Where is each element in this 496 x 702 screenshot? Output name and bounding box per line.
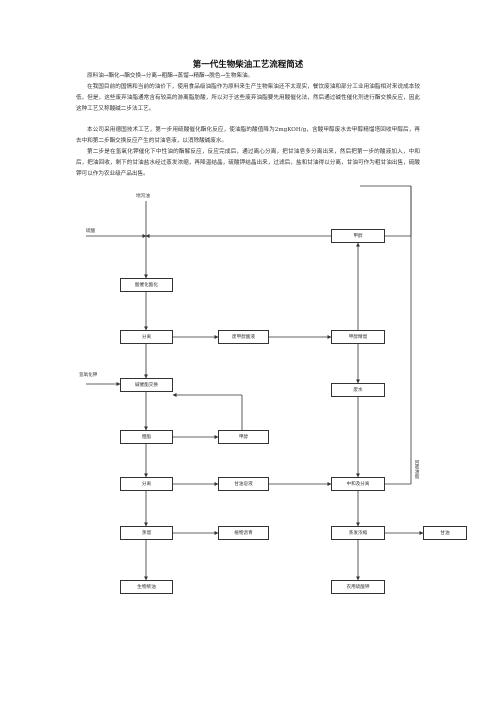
evaporation-box: 蒸发浓缩 (331, 526, 385, 540)
paragraph: 本公司采用德国技术工艺，第一步用硫酸催化酯化反应，使油脂的酸值降为2mgKOH/… (76, 127, 420, 144)
methanol-box-2: 甲醇 (218, 430, 269, 444)
paragraph: 在我国目前的国情和当前的油价下，使用食品级油脂作为原料来生产生物柴油还不太现实，… (76, 84, 420, 112)
acid-esterification-box: 酸催化酯化 (120, 278, 173, 292)
glycerol-box: 甘油 (423, 526, 467, 540)
separation-box: 分离 (120, 330, 173, 344)
koh-label: 氢氧化钾 (79, 373, 98, 378)
neutralize-separate-box: 中和及分离 (331, 477, 385, 491)
biodiesel-box: 生物柴油 (120, 580, 173, 594)
paragraph: 第二步是在氢氧化钾催化下中性油的酯解反应，反应完成后，通过离心分离，把甘油皂多分… (76, 149, 420, 177)
page-title: 第一代生物柴油工艺流程简述 (192, 60, 304, 70)
methanol-box: 甲醇 (331, 229, 385, 243)
potassium-sulfate-box: 农用硫酸钾 (331, 580, 385, 594)
glycerol-soap-box: 甘油皂液 (218, 477, 269, 491)
waste-oil-label: 地沟油 (136, 194, 150, 199)
plant-pitch-box: 植物沥青 (218, 526, 269, 540)
recovered-oil-label: 回收油脂 (414, 460, 419, 479)
sulfuric-acid-label: 硫酸 (86, 229, 96, 234)
separation-box-2: 分离 (120, 477, 173, 491)
alkali-transesterification-box: 碱催酯交换 (120, 378, 173, 392)
crude-ester-box: 粗酯 (120, 430, 173, 444)
waste-methanol-acid-box: 废甲醇酸液 (218, 330, 269, 344)
wastewater-box: 废水 (331, 383, 385, 397)
distillation-box: 蒸馏 (120, 526, 173, 540)
methanol-distillation-box: 甲醇精馏 (331, 330, 385, 344)
paragraph: 原料油→酯化→酯交换→分离→粗酯→蒸馏→精酯→脱色→生物柴油。 (87, 73, 254, 79)
